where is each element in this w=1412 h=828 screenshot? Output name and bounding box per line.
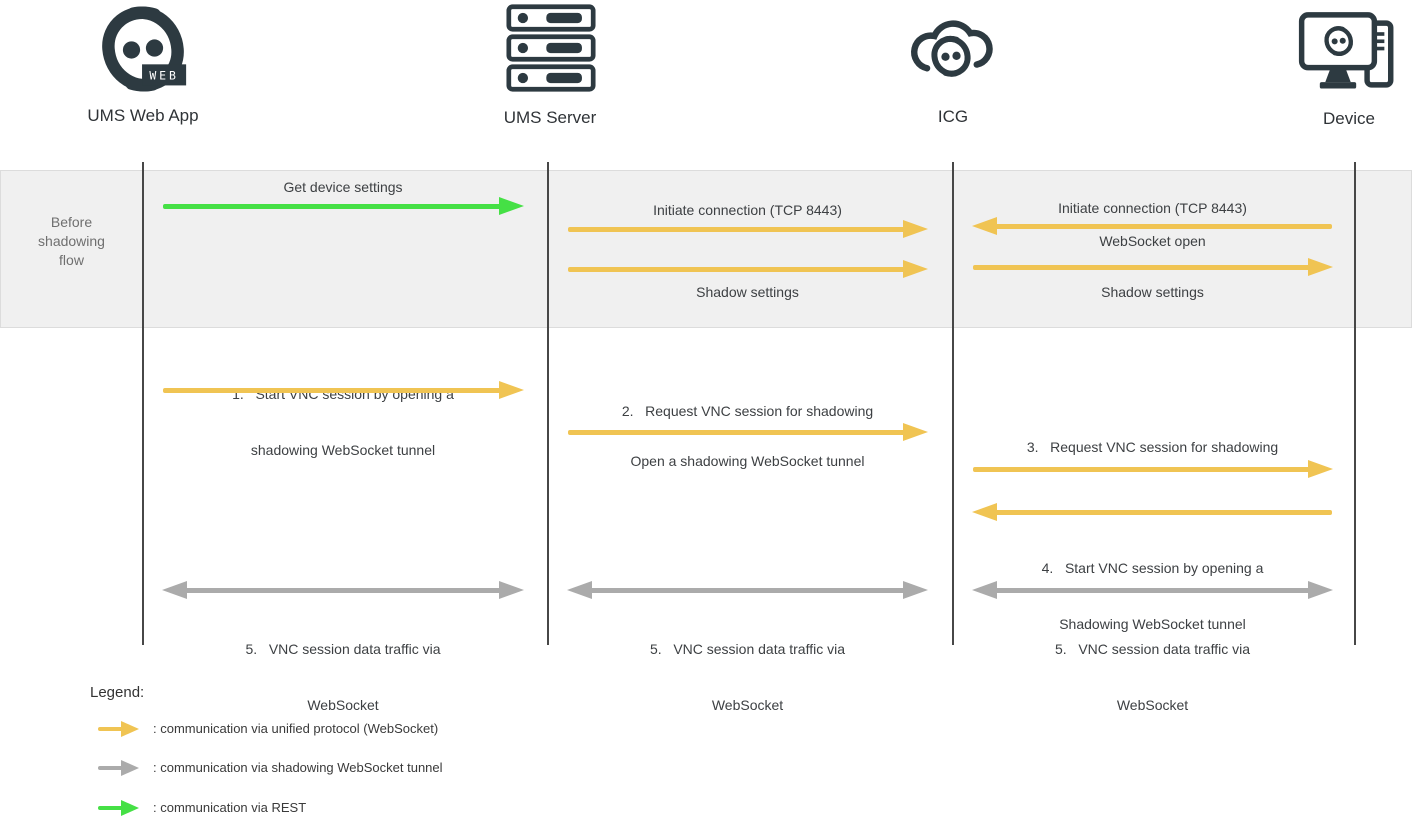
device-monitor-icon	[1298, 10, 1398, 98]
web-badge-label: WEB	[149, 69, 178, 83]
actor-label-icg: ICG	[937, 107, 969, 126]
gray-arrow-icon	[98, 760, 139, 776]
lifeline-ums-server	[547, 162, 549, 645]
message-initiate-connection-device-icg: Initiate connection (TCP 8443)	[1058, 200, 1247, 216]
message-open-shadowing-tunnel: Open a shadowing WebSocket tunnel	[630, 453, 865, 469]
message-line: 4. Start VNC session by opening a	[1041, 560, 1264, 576]
unified-arrow-step3	[973, 460, 1333, 478]
message-step1: 1. Start VNC session by opening a shadow…	[143, 348, 543, 496]
before-shadowing-band	[0, 170, 1412, 328]
actor-label-ums-server: UMS Server	[503, 108, 597, 127]
message-line: shadowing WebSocket tunnel	[250, 441, 436, 458]
message-step5-icg: 5. VNC session data traffic via WebSocke…	[953, 603, 1352, 751]
unified-arrow-step2	[568, 423, 928, 441]
message-step2: 2. Request VNC session for shadowing	[621, 403, 874, 419]
rest-arrow-get-device-settings	[163, 197, 524, 215]
server-rack-icon	[502, 3, 600, 93]
message-line: 5. VNC session data traffic via	[1054, 641, 1251, 657]
band-label-line: flow	[59, 252, 84, 268]
actor-label-ums-web-app: UMS Web App	[87, 106, 199, 125]
unified-arrow-shadow-settings-device	[973, 258, 1333, 276]
message-get-device-settings: Get device settings	[283, 179, 403, 195]
legend-item-shadowing-tunnel: : communication via shadowing WebSocket …	[153, 760, 443, 775]
message-line: WebSocket	[711, 696, 784, 713]
message-step5-webapp: 5. VNC session data traffic via WebSocke…	[143, 603, 543, 751]
cloud-gateway-icon	[905, 2, 997, 94]
band-label-line: Before	[50, 214, 93, 230]
unified-arrow-shadow-settings-ums	[568, 260, 928, 278]
message-line: Shadowing WebSocket tunnel	[1059, 615, 1246, 632]
message-initiate-connection-ums-icg: Initiate connection (TCP 8443)	[653, 202, 842, 218]
unified-arrow-initiate-ums-icg	[568, 220, 928, 238]
unified-arrow-step1	[163, 381, 524, 399]
message-websocket-open: WebSocket open	[1099, 233, 1206, 249]
yellow-arrow-icon	[98, 721, 139, 737]
legend-title: Legend:	[90, 684, 145, 701]
message-line: 5. VNC session data traffic via	[245, 641, 441, 657]
band-label-line: shadowing	[38, 233, 105, 249]
tunnel-arrow-step5-webapp-server	[162, 581, 524, 599]
legend-item-rest: : communication via REST	[153, 800, 307, 815]
message-line: 5. VNC session data traffic via	[649, 641, 846, 657]
lifeline-ums-web-app	[142, 162, 144, 645]
tunnel-arrow-step5-icg-device	[972, 581, 1333, 599]
before-shadowing-band-label: Before shadowing flow	[0, 213, 143, 270]
lifeline-icg	[952, 162, 954, 645]
message-shadow-settings-ums: Shadow settings	[696, 284, 799, 300]
unified-arrow-initiate-device-icg	[972, 217, 1332, 235]
legend-item-unified-protocol: : communication via unified protocol (We…	[153, 721, 439, 736]
unified-arrow-step4	[972, 503, 1332, 521]
message-shadow-settings-device: Shadow settings	[1101, 284, 1204, 300]
message-line: WebSocket	[1116, 696, 1189, 713]
message-step5-server: 5. VNC session data traffic via WebSocke…	[548, 603, 947, 751]
actor-label-device: Device	[1323, 109, 1375, 128]
message-step4: 4. Start VNC session by opening a Shadow…	[953, 522, 1352, 670]
tunnel-arrow-step5-server-icg	[567, 581, 928, 599]
ums-web-logo-icon: WEB	[96, 3, 190, 95]
lifeline-device	[1354, 162, 1356, 645]
message-line: WebSocket	[307, 696, 379, 713]
message-step3: 3. Request VNC session for shadowing	[1026, 439, 1279, 455]
green-arrow-icon	[98, 800, 139, 816]
